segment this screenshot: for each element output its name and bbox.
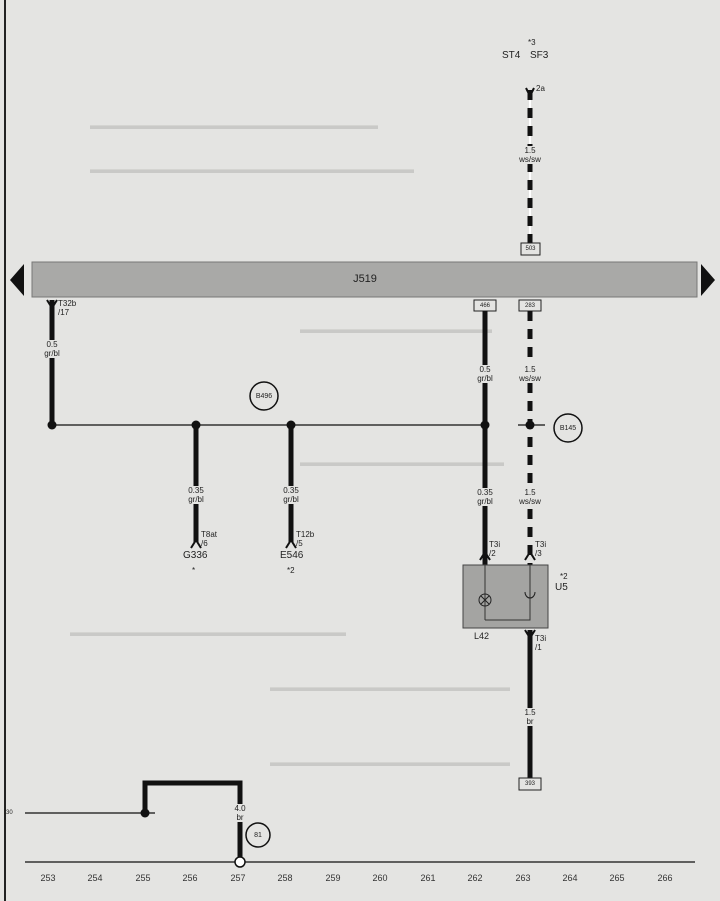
- footnote: *3: [528, 38, 536, 47]
- supply-label: SF3: [530, 50, 549, 61]
- supply-label: ST4: [502, 50, 521, 61]
- lamp-icon: [478, 593, 492, 607]
- connector-label: T3i/3: [535, 540, 547, 558]
- track-number: 259: [325, 873, 341, 883]
- footnote: *: [192, 566, 196, 575]
- bleed-through: ▬▬▬▬▬▬▬▬▬▬▬▬▬▬▬▬▬▬▬▬▬▬▬▬: [90, 118, 378, 132]
- track-number: 254: [87, 873, 103, 883]
- bleed-through: ▬▬▬▬▬▬▬▬▬▬▬▬▬▬▬▬▬▬▬▬▬▬▬▬▬▬▬: [90, 162, 414, 176]
- component-e546: E546: [280, 550, 304, 561]
- wire-ground: [142, 780, 243, 858]
- junction-label: 81: [254, 832, 262, 839]
- footnote: *2: [287, 566, 295, 575]
- terminal-number: 393: [524, 781, 535, 787]
- ground-point-81: [245, 822, 271, 848]
- junction-label: B496: [255, 393, 273, 400]
- track-number: 256: [182, 873, 198, 883]
- track-number: 253: [40, 873, 56, 883]
- bleed-through: ▬▬▬▬▬▬▬▬▬▬▬▬▬▬▬▬▬▬▬▬▬▬▬: [70, 625, 346, 639]
- track-number: 264: [562, 873, 578, 883]
- bleed-through: ▬▬▬▬▬▬▬▬▬▬▬▬▬▬▬▬▬: [300, 455, 504, 469]
- junction-b145: [553, 413, 583, 443]
- track-number: 258: [277, 873, 293, 883]
- track-number: 255: [135, 873, 151, 883]
- component-g336: G336: [183, 550, 208, 561]
- terminal-number: 283: [524, 303, 535, 309]
- connector-label: T12b/5: [296, 530, 315, 548]
- connector-arrow-icon: [285, 538, 297, 549]
- junction-label: B145: [559, 425, 577, 432]
- module-label: U5: [555, 582, 568, 593]
- terminal-number: 503: [525, 246, 536, 252]
- left-arrow-icon: [10, 264, 24, 296]
- track-number: 262: [467, 873, 483, 883]
- control-unit-bar: [31, 261, 698, 298]
- connector-label: T8at/6: [201, 530, 218, 548]
- track-number: 257: [230, 873, 246, 883]
- connector-label: T32b/17: [58, 299, 77, 317]
- pin-label: 2a: [536, 84, 545, 93]
- socket-icon: [524, 591, 536, 599]
- connector-label: T3i/1: [535, 634, 547, 652]
- track-number: 261: [420, 873, 436, 883]
- connector-arrow-icon: [524, 550, 536, 561]
- right-arrow-icon: [701, 264, 715, 296]
- terminal-box: [518, 777, 542, 791]
- track-number: 265: [609, 873, 625, 883]
- lamp-label: L42: [474, 631, 490, 641]
- terminal-number: 466: [479, 303, 490, 309]
- connector-label: T3i/2: [489, 540, 501, 558]
- bleed-through: ▬▬▬▬▬▬▬▬▬▬▬▬▬▬▬▬▬▬▬▬: [270, 680, 510, 694]
- control-unit-label: J519: [353, 273, 377, 285]
- track-number: 266: [657, 873, 673, 883]
- footnote: *2: [560, 572, 568, 581]
- module-u5: [462, 564, 549, 629]
- connector-arrow-icon: [479, 550, 491, 561]
- bleed-through: ▬▬▬▬▬▬▬▬▬▬▬▬▬▬▬▬: [300, 322, 492, 336]
- track-number: 260: [372, 873, 388, 883]
- track-number: 263: [515, 873, 531, 883]
- ground-terminal-icon: [234, 856, 246, 868]
- rail-label: 30: [6, 810, 13, 816]
- junction-b496: [249, 381, 279, 411]
- bleed-through: ▬▬▬▬▬▬▬▬▬▬▬▬▬▬▬▬▬▬▬▬: [270, 755, 510, 769]
- terminal-box: [520, 242, 541, 256]
- connector-arrow-icon: [190, 538, 202, 549]
